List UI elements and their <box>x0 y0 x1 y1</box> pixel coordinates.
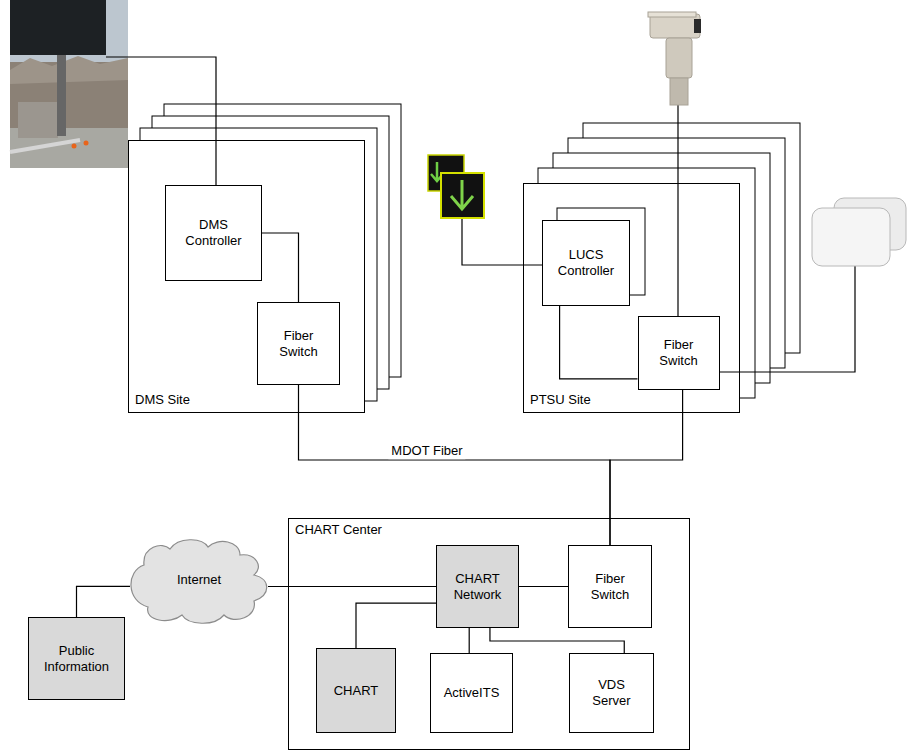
device-wire <box>677 105 678 316</box>
fiber-link <box>299 385 611 545</box>
device-wire <box>106 57 216 185</box>
device-wire <box>717 264 855 372</box>
cctv-camera <box>648 12 701 105</box>
site-box: PTSU Site LUCS ControllerFiber Switch <box>523 183 740 413</box>
photo-pole <box>57 52 66 136</box>
site-box: DMS Site DMS ControllerFiber Switch <box>128 140 365 413</box>
camera-base <box>670 78 688 105</box>
cloud-shape: Internet <box>130 535 268 625</box>
switch-box: Fiber Switch <box>568 545 652 628</box>
link-label: MDOT Fiber <box>388 443 465 459</box>
public-box: Public Information <box>28 617 125 700</box>
camera-sunshield <box>648 12 696 17</box>
lane-signals <box>428 155 484 218</box>
fiber-link <box>560 306 638 379</box>
camera-lens <box>694 19 701 33</box>
photo-cone <box>72 144 77 149</box>
box-label: ActiveITS <box>444 685 500 701</box>
box-label: Internet <box>177 572 221 588</box>
site-ground <box>128 140 365 413</box>
controller-box: LUCS Controller <box>542 220 630 306</box>
photo-wall <box>18 102 58 138</box>
site-ground <box>523 183 740 413</box>
box-label: LUCS Controller <box>552 247 620 278</box>
signal-face <box>441 173 484 218</box>
box-label: Fiber Switch <box>576 571 644 602</box>
photo-sign-face <box>10 0 106 55</box>
fiber-link <box>268 586 436 587</box>
radar-panel <box>812 208 890 266</box>
photo-cone <box>84 141 89 146</box>
camera-housing <box>650 14 700 38</box>
box-label: Fiber Switch <box>645 337 713 368</box>
center-box: CHART CenterCHART Network Fiber SwitchCHA… <box>288 518 690 750</box>
fiber-link <box>262 233 299 302</box>
region-label: PTSU Site <box>530 392 591 408</box>
photo-guardrail <box>10 140 80 152</box>
controller-box: DMS Controller <box>165 185 262 281</box>
box-label: CHART Network <box>444 571 512 602</box>
device-wire <box>462 218 542 265</box>
box-label: Public Information <box>43 643 111 674</box>
system-box: CHART <box>316 648 396 733</box>
box-label: CHART <box>334 683 379 699</box>
fiber-link <box>77 586 131 617</box>
fiber-link <box>469 628 470 653</box>
photo-treeline <box>10 56 128 84</box>
region-label: DMS Site <box>135 392 190 408</box>
photo-sky <box>10 0 128 168</box>
sign-photo <box>10 0 128 168</box>
radar-detectors <box>812 198 906 266</box>
cloud-path <box>131 540 267 624</box>
box-label: DMS Controller <box>180 217 248 248</box>
network-box: CHART Network <box>436 545 519 628</box>
server-box: VDS Server <box>569 653 654 733</box>
box-label: Fiber Switch <box>265 328 333 359</box>
box-label: VDS Server <box>578 677 646 708</box>
fiber-link <box>356 603 436 648</box>
signal-arrow <box>451 180 473 209</box>
switch-box: Fiber Switch <box>638 316 720 390</box>
system-box: ActiveITS <box>430 653 513 733</box>
region-label: CHART Center <box>295 522 382 538</box>
fiber-link <box>519 586 568 587</box>
fiber-link <box>610 390 683 545</box>
switch-box: Fiber Switch <box>257 302 340 385</box>
camera-pan-unit <box>666 38 692 78</box>
fiber-link <box>490 628 624 653</box>
